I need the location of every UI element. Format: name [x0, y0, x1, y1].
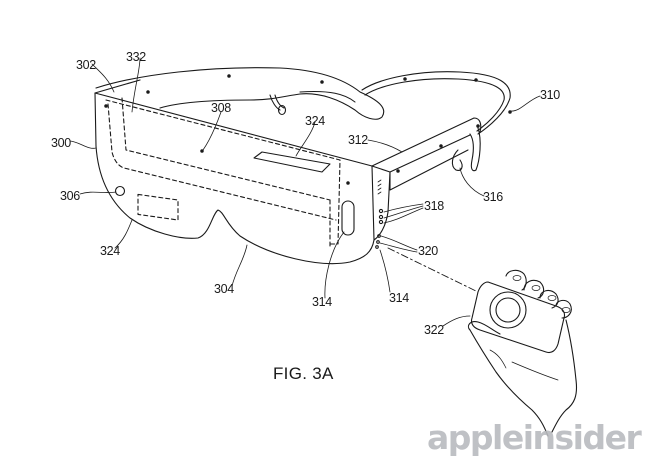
label-318: 318: [424, 199, 444, 213]
label-332: 332: [126, 50, 146, 64]
figure-caption: FIG. 3A: [273, 364, 334, 383]
hmd-body: [95, 80, 390, 264]
label-302: 302: [76, 58, 96, 72]
leader-lines: [70, 58, 484, 326]
label-306: 306: [60, 189, 80, 203]
label-320: 320: [418, 244, 438, 258]
label-322: 322: [424, 323, 444, 337]
label-310: 310: [540, 88, 560, 102]
signal-line: [388, 248, 478, 292]
hand-controller: [468, 270, 576, 436]
top-strap: [96, 68, 384, 120]
label-312: 312: [348, 133, 368, 147]
label-324-top: 324: [305, 114, 325, 128]
label-308: 308: [211, 101, 231, 115]
label-316: 316: [483, 190, 503, 204]
label-314-side: 314: [389, 291, 409, 305]
watermark-logo: appleinsider: [427, 418, 642, 457]
label-300: 300: [51, 136, 71, 150]
label-314-front: 314: [312, 295, 332, 309]
label-304: 304: [214, 282, 234, 296]
label-324-bottom: 324: [100, 244, 120, 258]
head-strap: [362, 72, 540, 134]
